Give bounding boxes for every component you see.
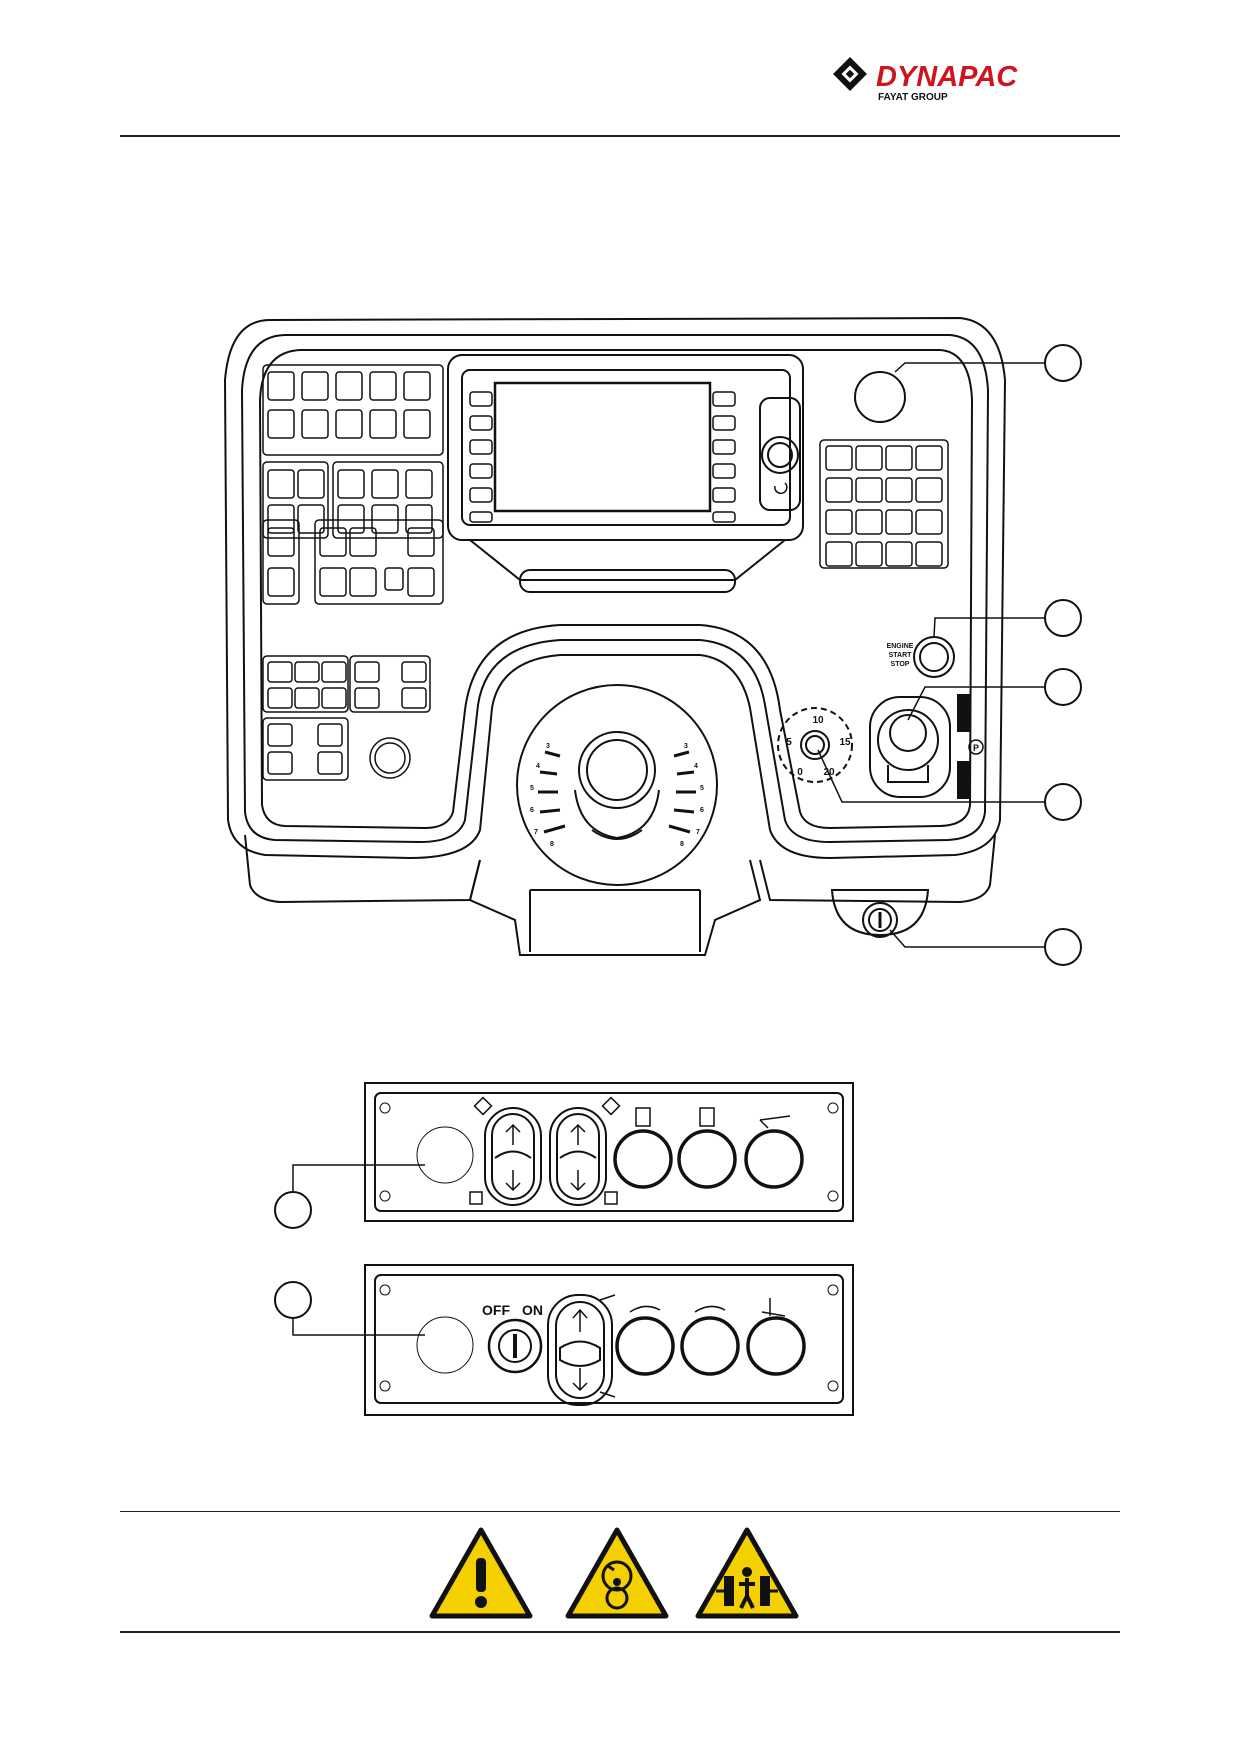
engine-label-3: STOP: [891, 661, 910, 668]
brand-name: DYNAPAC: [876, 61, 1018, 93]
joystick-scale-right-1: 3: [684, 743, 688, 750]
footer-rule-upper: [120, 1511, 1120, 1512]
dynapac-logo: DYNAPAC FAYAT GROUP: [833, 57, 1018, 103]
speed-dial-label-10: 10: [812, 715, 824, 726]
joystick-scale-right-4: 6: [700, 807, 704, 814]
joystick-scale-right-3: 5: [700, 785, 704, 792]
callout-markers: [274, 344, 1082, 1336]
joystick-scale-right-6: 8: [680, 841, 684, 848]
right-keypad: [819, 439, 949, 569]
joystick-scale-left-1: 3: [546, 743, 550, 750]
joystick-scale-right-5: 7: [696, 829, 700, 836]
speed-dial-label-5: 5: [786, 737, 792, 748]
switch-on-label: ON: [522, 1302, 543, 1318]
parking-label: P: [973, 743, 979, 753]
callout-marker: [1044, 599, 1082, 637]
crush-hazard-roller-icon: [565, 1527, 669, 1619]
callout-marker: [1044, 668, 1082, 706]
callout-marker: [1044, 783, 1082, 821]
joystick-scale-left-4: 6: [530, 807, 534, 814]
speed-dial-label-20: 20: [823, 767, 835, 778]
brand-group: FAYAT GROUP: [878, 92, 948, 103]
aux-panel-upper: [364, 1082, 854, 1222]
central-display: [447, 354, 804, 593]
header-rule: [120, 135, 1120, 137]
callout-marker: [1044, 928, 1082, 966]
joystick-scale-right: [668, 750, 696, 834]
callout-marker: [274, 1281, 312, 1319]
callout-marker: [274, 1191, 312, 1229]
speed-dial-label-0: 0: [797, 767, 803, 778]
general-warning-icon: [429, 1527, 533, 1619]
joystick-scale-left-2: 4: [536, 763, 540, 770]
switch-off-label: OFF: [482, 1302, 510, 1318]
joystick-scale-left-3: 5: [530, 785, 534, 792]
left-keypad: [262, 364, 444, 781]
ignition-switch: [830, 889, 930, 938]
joystick-scale-left: [538, 750, 566, 834]
round-button-top-right: [854, 371, 906, 423]
console-body: [223, 316, 1007, 956]
engine-label-1: ENGINE: [887, 643, 914, 650]
joystick: [516, 684, 718, 886]
engine-start-stop-button: [913, 636, 955, 678]
callout-marker: [1044, 344, 1082, 382]
aux-panel-lower: [364, 1264, 854, 1416]
speed-dial: [777, 707, 853, 783]
joystick-scale-right-2: 4: [694, 763, 698, 770]
joystick-scale-left-5: 7: [534, 829, 538, 836]
speed-dial-label-15: 15: [839, 737, 851, 748]
joystick-scale-left-6: 8: [550, 841, 554, 848]
footer-rule-lower: [120, 1631, 1120, 1633]
drive-lever: [869, 694, 984, 799]
crush-hazard-body-icon: [695, 1527, 799, 1619]
engine-label-2: START: [889, 652, 913, 659]
